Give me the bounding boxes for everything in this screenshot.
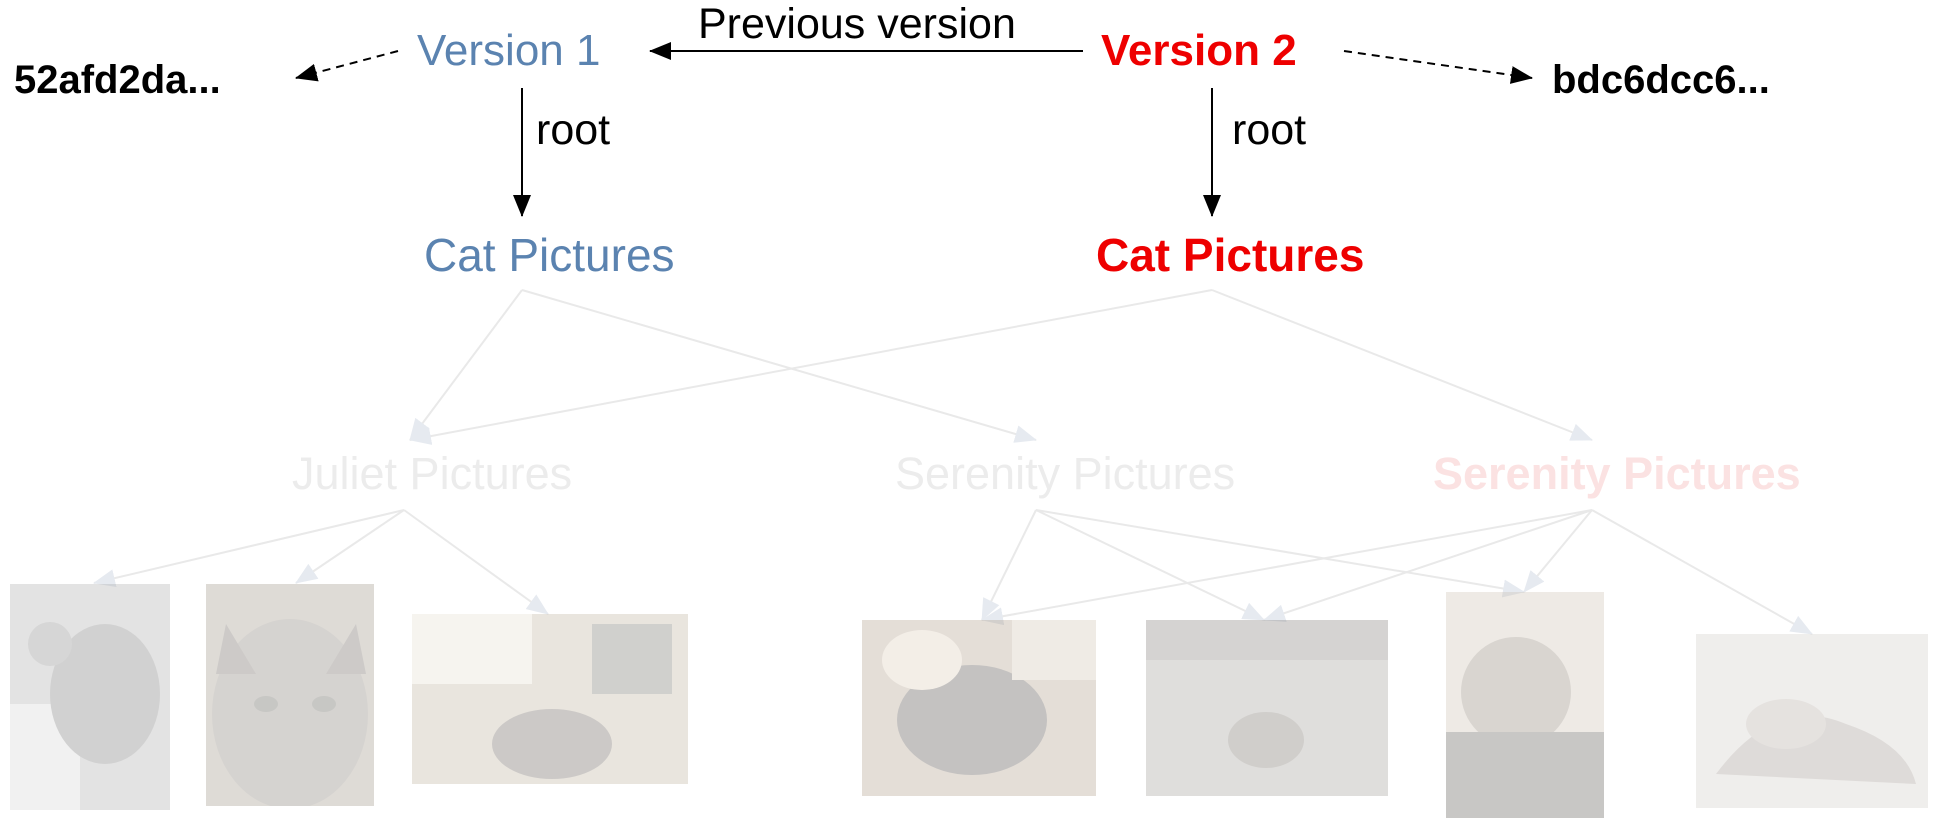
serenity-pictures-folder-v2: Serenity Pictures: [1433, 448, 1801, 499]
cat-photo-7: [1696, 634, 1928, 808]
version-1-label: Version 1: [417, 26, 601, 75]
cat-photo-4: [862, 620, 1096, 796]
v2-root-label: root: [1232, 106, 1307, 154]
v2-hash: bdc6dcc6...: [1552, 58, 1770, 102]
v1-hash: 52afd2da...: [14, 58, 221, 102]
v1-cat-pictures-folder: Cat Pictures: [424, 229, 675, 281]
serenity-pictures-folder-v1: Serenity Pictures: [895, 448, 1236, 499]
cat-photo-5: [1146, 620, 1388, 796]
previous-version-label: Previous version: [698, 0, 1016, 48]
v1-hash-arrow: [295, 50, 399, 82]
version-2-label: Version 2: [1101, 26, 1297, 75]
faded-tree-edges: [93, 289, 1813, 635]
cat-photo-6: [1446, 592, 1604, 818]
juliet-pictures-folder: Juliet Pictures: [292, 448, 573, 499]
cat-photo-1: [10, 584, 170, 810]
v2-cat-pictures-folder: Cat Pictures: [1096, 229, 1365, 281]
v2-hash-arrow: [1343, 50, 1533, 84]
cat-photo-3: [412, 614, 688, 784]
cat-photo-2: [206, 584, 374, 806]
v1-root-label: root: [536, 106, 611, 154]
